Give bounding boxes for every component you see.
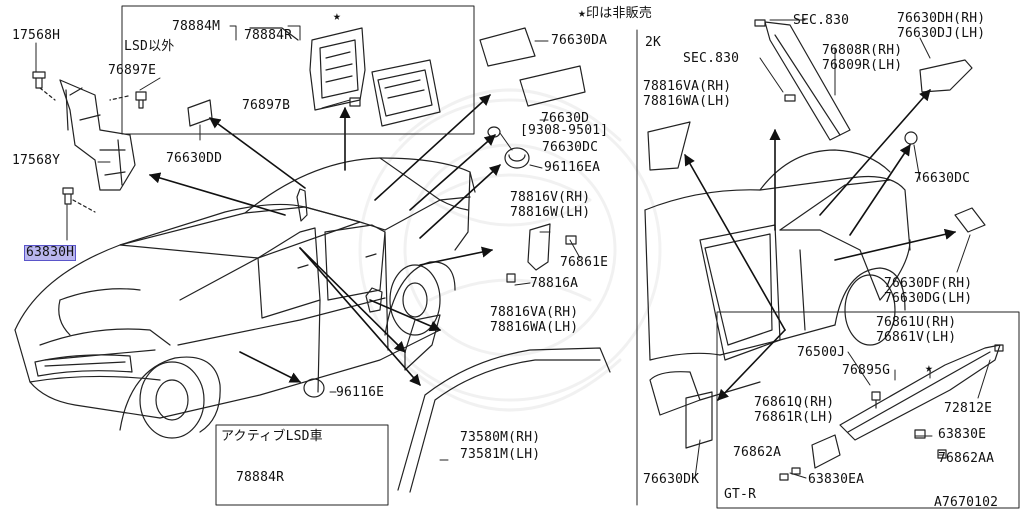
- part-label-76861R: 76861R(LH): [754, 410, 835, 425]
- part-label-76861U: 76861U(RH): [876, 315, 957, 330]
- part-label-78816W: 78816W(LH): [510, 205, 591, 220]
- part-label-76897E: 76897E: [108, 63, 157, 78]
- box-lsd-other: [121, 5, 475, 135]
- box-title-lsd-other: LSD以外: [124, 39, 175, 54]
- part-label-78816VA-right: 78816VA(RH): [643, 79, 732, 94]
- box-title-active-lsd: アクティブLSD車: [221, 429, 323, 444]
- part-label-date-range: [9308-9501]: [520, 123, 609, 138]
- diagram-code: A7670102: [934, 495, 999, 510]
- part-label-78816V: 78816V(RH): [510, 190, 591, 205]
- trim-pieces: [187, 27, 611, 493]
- not-for-sale-note: ★印は非販売: [578, 6, 653, 21]
- part-label-76808R: 76808R(RH): [822, 43, 903, 58]
- leader-lines: [35, 19, 991, 479]
- sedan-car-outline: [14, 157, 476, 439]
- part-label-78816WA-left: 78816WA(LH): [490, 320, 579, 335]
- part-label-76895G: 76895G: [842, 363, 891, 378]
- part-label-sec830-a: SEC.830: [793, 13, 850, 28]
- part-label-76862A: 76862A: [733, 445, 782, 460]
- bumper-bracket-parts: [32, 71, 147, 213]
- part-label-96116EA: 96116EA: [544, 160, 601, 175]
- part-label-76861E: 76861E: [560, 255, 609, 270]
- part-label-76630DC-right: 76630DC: [914, 171, 971, 186]
- lsd-cover-parts: [249, 27, 441, 127]
- part-label-76630DD: 76630DD: [166, 151, 223, 166]
- part-label-76861Q: 76861Q(RH): [754, 395, 835, 410]
- star-marker-gtr: ★: [925, 361, 934, 376]
- part-label-78816A: 78816A: [530, 276, 579, 291]
- part-label-63830EA: 63830EA: [808, 472, 865, 487]
- part-label-76862AA: 76862AA: [938, 451, 995, 466]
- part-label-17568H: 17568H: [12, 28, 61, 43]
- part-label-96116E: 96116E: [336, 385, 385, 400]
- part-label-72812E: 72812E: [944, 401, 993, 416]
- part-label-78884R-top: 78884R: [244, 28, 293, 43]
- part-label-63830E: 63830E: [938, 427, 987, 442]
- pointer-arrows: [148, 89, 957, 401]
- part-label-78884M: 78884M: [172, 19, 221, 34]
- part-label-63830H: 63830H: [23, 245, 77, 261]
- part-label-73581M: 73581M(LH): [460, 447, 541, 462]
- part-label-76630DC-left: 76630DC: [542, 140, 599, 155]
- part-label-76500J: 76500J: [797, 345, 846, 360]
- star-marker-top: ★: [333, 9, 342, 24]
- part-label-76630DA: 76630DA: [551, 33, 608, 48]
- section-label-gtr: GT-R: [724, 487, 757, 502]
- box-gtr: [716, 311, 1020, 509]
- part-label-78816VA-left: 78816VA(RH): [490, 305, 579, 320]
- part-label-76630DK: 76630DK: [643, 472, 700, 487]
- part-label-76630DF: 76630DF(RH): [884, 276, 973, 291]
- part-label-78884R-bottom: 78884R: [236, 470, 285, 485]
- part-label-73580M: 73580M(RH): [460, 430, 541, 445]
- part-label-76630DG: 76630DG(LH): [884, 291, 973, 306]
- part-label-76897B: 76897B: [242, 98, 291, 113]
- box-active-lsd: [215, 424, 389, 506]
- part-label-76630DJ: 76630DJ(LH): [897, 26, 986, 41]
- part-label-76630D: 76630D: [541, 111, 590, 126]
- section-label-2k: 2K: [645, 35, 662, 50]
- part-label-76809R: 76809R(LH): [822, 58, 903, 73]
- part-label-76630DH: 76630DH(RH): [897, 11, 986, 26]
- watermark-emblem: [358, 88, 662, 412]
- part-label-17568Y: 17568Y: [12, 153, 61, 168]
- part-label-78816WA-right: 78816WA(LH): [643, 94, 732, 109]
- coupe-car-outline: [644, 19, 986, 416]
- part-label-sec830-b: SEC.830: [683, 51, 740, 66]
- part-label-76861V: 76861V(LH): [876, 330, 957, 345]
